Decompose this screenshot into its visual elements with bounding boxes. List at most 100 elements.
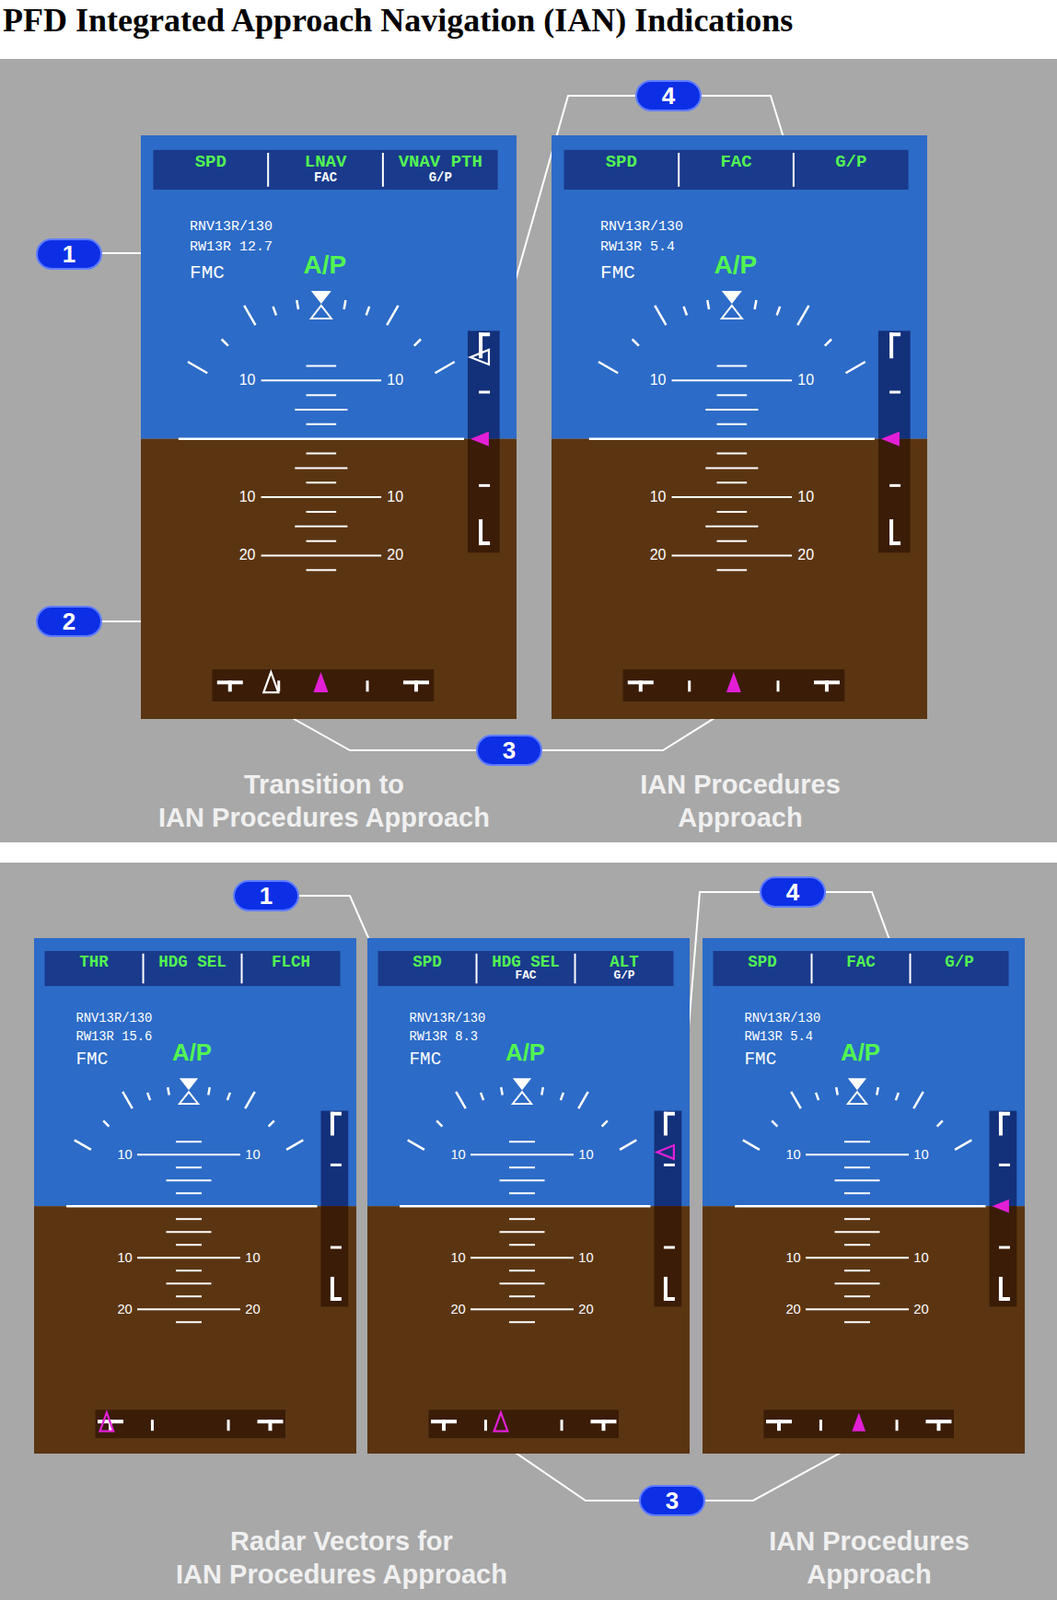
pitch-line [166, 1282, 212, 1285]
roll-tick [500, 1087, 503, 1096]
fma-divider [574, 953, 577, 984]
approach-info: RNV13R/130 [409, 1012, 487, 1026]
active-mode: LNAV [304, 153, 348, 172]
caption: IAN Procedures Approach [158, 804, 490, 832]
deviation-scale [654, 1206, 683, 1307]
pitch-line [306, 511, 337, 513]
pitch-line [306, 569, 337, 571]
lateral-mark [777, 680, 780, 692]
pitch-number: 10 [244, 1251, 260, 1266]
pitch-line [672, 554, 793, 557]
pitch-number: 20 [785, 1302, 801, 1317]
deviation-mark [663, 1163, 675, 1167]
pitch-line [470, 1308, 574, 1311]
pitch-line [717, 569, 748, 571]
roll-tick [777, 306, 780, 316]
deviation-mark [478, 332, 490, 337]
pitch-line [509, 1166, 535, 1169]
roll-tick [227, 1092, 231, 1101]
ground [367, 1206, 690, 1454]
roll-tick [103, 1120, 109, 1127]
deviation-mark [330, 1297, 342, 1301]
roll-tick [815, 1092, 819, 1101]
ground [551, 439, 928, 720]
active-mode: VNAV PTH [398, 153, 483, 172]
top-panel [0, 58, 1057, 843]
pitch-number: 10 [578, 1148, 593, 1162]
pitch-line [294, 466, 348, 469]
course-pointer [726, 672, 742, 693]
pitch-number: 10 [116, 1251, 132, 1266]
pitch-line [805, 1256, 909, 1259]
pitch-number: 10 [913, 1148, 929, 1162]
glide-path-pointer [470, 349, 489, 365]
roll-pointer [512, 1078, 532, 1091]
pitch-line [717, 540, 748, 543]
deviation-mark [330, 1277, 335, 1301]
pitch-line [306, 453, 337, 455]
roll-tick [895, 1092, 899, 1101]
pitch-number: 10 [785, 1148, 801, 1162]
approach-info: FMC [600, 263, 636, 283]
autopilot-status: A/P [172, 1041, 212, 1066]
roll-tick [221, 338, 229, 346]
lateral-mark [687, 680, 691, 692]
pfd-display: SPDFACG/PRNV13R/130RW13R 5.4FMCA/P101010… [551, 135, 928, 720]
horizon-line [589, 437, 875, 441]
pitch-line [717, 453, 748, 455]
deviation-mark [998, 1297, 1011, 1301]
pitch-line [470, 1153, 574, 1156]
pitch-line [509, 1140, 535, 1143]
pitch-line [509, 1218, 535, 1220]
pitch-line [306, 481, 337, 484]
pitch-line [166, 1231, 212, 1233]
slip-indicator [311, 305, 332, 319]
lateral-mark [484, 1419, 488, 1431]
deviation-mark [889, 332, 894, 359]
active-mode: SPD [195, 153, 227, 172]
roll-tick [122, 1091, 133, 1109]
callout-number-text: 1 [62, 242, 76, 267]
roll-pointer [847, 1078, 867, 1091]
approach-info: RNV13R/130 [189, 220, 273, 234]
fma-divider [382, 152, 384, 187]
active-mode: FAC [720, 153, 752, 172]
sky [367, 938, 690, 1207]
roll-tick [619, 1139, 637, 1150]
roll-tick [797, 305, 809, 326]
pitch-line [509, 1192, 535, 1195]
caption: Radar Vectors for [230, 1528, 453, 1556]
glide-path-pointer [657, 1145, 674, 1160]
pitch-line [705, 466, 758, 469]
active-mode: G/P [944, 954, 974, 971]
autopilot-status: A/P [714, 252, 758, 279]
approach-info: FMC [76, 1051, 109, 1069]
active-mode: SPD [747, 954, 777, 971]
roll-tick [684, 306, 687, 316]
pitch-line [672, 379, 793, 382]
callout-number: 3 [476, 734, 543, 767]
deviation-mark [889, 519, 894, 546]
autopilot-status: A/P [840, 1041, 881, 1066]
deviation-scale [989, 1206, 1018, 1307]
lateral-mark [819, 1419, 823, 1431]
roll-tick [187, 361, 208, 373]
course-pointer [494, 1412, 509, 1431]
lateral-mark [267, 1419, 272, 1431]
pitch-line [306, 394, 337, 396]
deviation-mark [663, 1112, 675, 1116]
lateral-mark [936, 1419, 941, 1431]
caption: IAN Procedures Approach [175, 1561, 508, 1589]
fma-divider [811, 953, 814, 984]
roll-tick [560, 1092, 564, 1101]
ground [34, 1206, 357, 1454]
pitch-line [137, 1308, 241, 1311]
lateral-mark [895, 1419, 899, 1431]
roll-tick [366, 306, 370, 316]
deviation-mark [330, 1112, 342, 1116]
pitch-line [499, 1231, 546, 1233]
slip-indicator [847, 1091, 867, 1104]
pitch-line [306, 540, 337, 543]
pitch-line [175, 1243, 202, 1246]
